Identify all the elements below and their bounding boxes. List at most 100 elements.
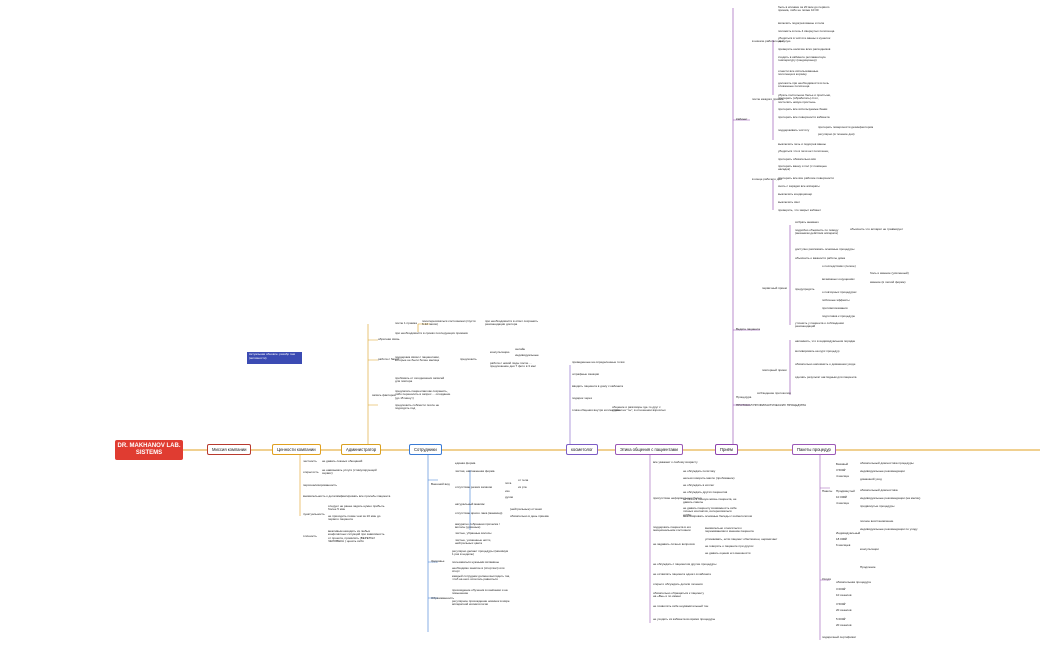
reception-node[interactable]: Процедура (736, 395, 752, 399)
staff-node[interactable]: Здоровье (431, 559, 445, 563)
packages-node: 10 000₽ (836, 495, 848, 499)
staff-node: отсутствие резких запахов (455, 485, 492, 489)
main-node-staff[interactable]: Сотрудники (409, 444, 442, 455)
staff-node: регулярно делают процедуры (минимум 1 ра… (452, 549, 509, 557)
admin-node[interactable]: после 1 приема (395, 321, 417, 325)
staff-node: регулярное прохождение новинок в мире ап… (452, 599, 510, 607)
main-node-admin[interactable]: Администратор (341, 444, 382, 455)
ethics-node: успокаивать, если пациент обеспокоен, не… (705, 537, 778, 541)
values-node[interactable]: этичность (303, 534, 317, 538)
reception-node[interactable]: повторный прием (762, 368, 787, 372)
staff-node: пота (505, 481, 512, 485)
staff-node: духов (505, 495, 513, 499)
main-node-ethics[interactable]: Этика общения с пациентами (615, 444, 683, 455)
reception-node: выключить кондиционер (778, 192, 813, 196)
packages-node[interactable]: Продвинутый (836, 489, 855, 493)
root-node[interactable]: DR. MAKHANOV LAB. SISTEMS (115, 440, 183, 460)
root-title-line1: DR. MAKHANOV LAB. (117, 443, 181, 449)
main-node-cosmetologist[interactable]: косметолог (566, 444, 598, 455)
reception-node[interactable]: первичный прием (762, 286, 787, 290)
ethics-node: обязательно обращаться к пациенту на «Вы… (653, 591, 705, 599)
reception-node[interactable]: после каждого приема (752, 97, 784, 101)
reception-node: о повторных процедурах (822, 290, 857, 294)
reception-node[interactable]: Кабинет (736, 117, 748, 121)
values-node[interactable]: внимательность к деталям (303, 494, 341, 498)
ethics-node: не оставлять пациента одного в кабинете (653, 572, 712, 576)
packages-node: 5 000₽ (836, 617, 846, 621)
reception-node: сделать результат наглядным для пациента (795, 375, 857, 379)
reception-node: протереть ванну и пол (с помощью насадок… (778, 164, 827, 172)
packages-node[interactable]: Услуги (822, 577, 832, 581)
staff-node: (нейтральные) оттенки (510, 507, 542, 511)
staff-node[interactable]: Образованность (431, 596, 455, 600)
main-node-packages[interactable]: Пакеты процедур (792, 444, 836, 455)
reception-node: объяснить о важности работы дома (795, 256, 846, 260)
packages-node[interactable]: Индивидуальный (836, 531, 861, 535)
staff-node: прохождение обучения в компании и на пов… (452, 588, 508, 596)
staff-node: чистые, ухоженные ногти, нейтральных цве… (455, 538, 492, 546)
staff-node: отсутствие яркого лака (маникюр) (455, 511, 503, 515)
ethics-node: не обсуждать в коллег (683, 483, 715, 487)
admin-node[interactable]: обратная связь (378, 337, 400, 341)
reception-node: быть в клинике за 20 мин до первого прие… (778, 5, 830, 13)
packages-node[interactable]: Пакеты (822, 489, 833, 493)
reception-node[interactable]: поддерживать чистоту (778, 128, 810, 132)
reception-node: доступно рассказать основные процедуры (795, 247, 855, 251)
reception-node: протереть все используемые банки (778, 107, 828, 111)
admin-node[interactable]: работа с базой (378, 357, 399, 361)
reception-node: включить подогрев ванны и пола (778, 21, 825, 25)
reception-node: убедиться что в печи нет полотенец (778, 149, 829, 153)
admin-node: при необходимости в ответ сохранить реко… (485, 319, 539, 327)
reception-node: снять с зарядки все аппараты (778, 184, 820, 188)
main-node-mission[interactable]: Миссия компании (207, 444, 252, 455)
reception-node: боль и жжение (усиленный) (870, 271, 909, 275)
reception-node: обязательно напомнить о домашнем уходе (795, 362, 856, 366)
values-node: следует не ранее задать нужно прибыть бо… (328, 504, 385, 512)
ethics-node[interactable]: не задавать личных вопросов (653, 542, 695, 546)
ethics-node: не давать оценки его внешности (705, 551, 751, 555)
packages-node: индивидуальные рекомендации (на месяц) (860, 496, 921, 500)
ethics-node: не обсуждать других пациентов (683, 490, 728, 494)
reception-node: протереть все все рабочие поверхности (778, 176, 834, 180)
main-node-reception[interactable]: Приём (715, 444, 738, 455)
ethics-node[interactable]: присутствие неформальных бесед (653, 496, 702, 500)
reception-node: регулярно (в течение дня) (818, 132, 855, 136)
reception-node: сходить в кабинете регламентную температ… (778, 55, 826, 63)
reception-node: подробно объяснить по поводу (механизм д… (795, 228, 839, 236)
values-node[interactable]: персонализированность (303, 483, 337, 487)
reception-node[interactable]: в конце рабочего дня (752, 177, 782, 181)
packages-node[interactable]: Базовый (836, 462, 849, 466)
staff-node: аккуратно собранная прическа / волосы (д… (455, 522, 500, 530)
cosm-node[interactable]: этика общения внутри коллектива (572, 408, 620, 412)
reception-node: мотивировать на курс процедур (795, 349, 840, 353)
reception-node[interactable]: предупредить (795, 287, 815, 291)
reception-node[interactable]: Ведите пациента (736, 327, 760, 331)
admin-node: работа с новой лиды после ... предложени… (490, 361, 537, 369)
admin-node: онлайн (515, 347, 526, 351)
packages-node: 3 500₽ (836, 602, 846, 606)
main-node-values[interactable]: Ценности компании (272, 444, 321, 455)
packages-node: Продление (860, 565, 876, 569)
packages-node: подарочный сертификат (822, 635, 857, 639)
admin-node[interactable]: предложить (460, 357, 477, 361)
ethics-node[interactable]: поддержать пациента в его эмоциональном … (653, 525, 692, 533)
packages-node: 18 000₽ (836, 537, 848, 541)
staff-node: необходимо занятие в (спортзал) или спор… (452, 566, 505, 574)
packages-node: 10 сеансов (836, 593, 852, 597)
reception-node[interactable]: в начале рабочего дня (752, 39, 784, 43)
packages-node: индивидуальные рекомендации по уходу (860, 527, 918, 531)
ethics-node: все уважают к любому возрасту (653, 460, 698, 464)
admin-node[interactable]: запись факторов (372, 393, 396, 397)
packages-node: обязательная процедура (836, 580, 871, 584)
staff-node: единая форма (455, 461, 476, 465)
values-node[interactable]: честность (303, 459, 317, 463)
staff-node[interactable]: Внешний вид (431, 482, 450, 486)
values-node[interactable]: открытость (303, 470, 319, 474)
packages-node: 4 месяца (836, 474, 849, 478)
values-node[interactable]: пунктуальность (303, 512, 325, 516)
ethics-node: не позволять себе неуважительный тон (653, 604, 709, 608)
cosm-node: штрафные санкции (572, 372, 600, 376)
packages-node: продвинутые процедуры (860, 504, 895, 508)
admin-node: предлагать пациентам как сохранить, либо… (395, 389, 451, 400)
